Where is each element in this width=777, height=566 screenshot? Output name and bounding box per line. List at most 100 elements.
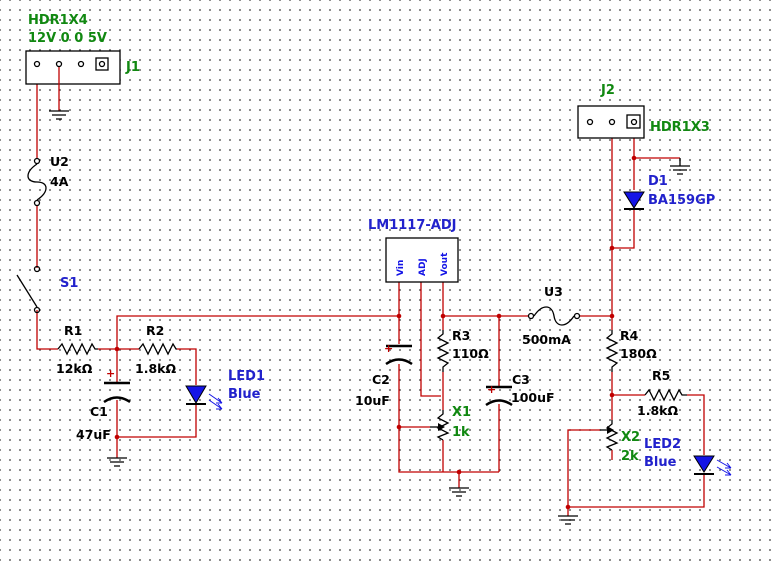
pot-wiper-arrow	[607, 426, 614, 434]
j2-body	[577, 105, 645, 139]
resistor-r5[interactable]: R5 1.8kΩ	[637, 368, 687, 418]
j1-ref-label: J1	[125, 60, 140, 75]
led-emit-arrow	[208, 399, 223, 410]
wire-main-rail	[116, 315, 399, 349]
regulator-lm1117[interactable]: Vin ADJ Vout LM1117-ADJ	[368, 218, 459, 283]
led-triangle	[693, 455, 715, 473]
j2-ref-label: J2	[600, 83, 615, 98]
diode-d1[interactable]: D1 BA159GP	[623, 174, 715, 210]
c2-value-label: 10uF	[355, 393, 390, 408]
capacitor-c3[interactable]: + C3 100uF	[485, 372, 555, 407]
led-emit-arrow	[208, 393, 223, 404]
resistor-r1[interactable]: R1 12kΩ	[56, 323, 98, 376]
led-led2[interactable]: LED2 Blue	[644, 437, 732, 476]
j1-pins-label: 12V 0 0 5V	[28, 31, 107, 46]
j1-pin-square	[95, 57, 109, 71]
wire-bottom-rail	[398, 427, 499, 473]
wire-r5-to-led2	[687, 394, 705, 455]
r3-value-label: 110Ω	[452, 346, 489, 361]
regulator-body	[385, 237, 459, 283]
junction-dot	[114, 346, 120, 352]
r3-ref-label: R3	[452, 328, 470, 343]
pin-adj-label: ADJ	[418, 258, 428, 276]
j2-pin	[586, 118, 594, 126]
fuse-u3[interactable]: U3 500mA	[522, 284, 581, 347]
switch-lever	[16, 274, 38, 308]
x2-value-label: 2k	[621, 449, 639, 464]
pot-zigzag	[436, 410, 450, 441]
junctions	[114, 155, 637, 510]
j1-part-label: HDR1X4	[28, 13, 88, 28]
junction-dot	[609, 313, 615, 319]
s1-ref-label: S1	[60, 276, 78, 291]
switch-s1[interactable]: S1	[16, 265, 78, 314]
j2-pin	[630, 118, 638, 126]
junction-dot	[456, 469, 462, 475]
c1-ref-label: C1	[90, 404, 108, 419]
polarity-mark: +	[384, 342, 393, 355]
regulator-part-label: LM1117-ADJ	[368, 218, 457, 233]
polarity-mark: +	[106, 367, 115, 380]
j1-pin	[33, 60, 41, 68]
potentiometer-x2[interactable]: X2 2k	[600, 420, 640, 464]
fuse-terminal	[33, 157, 41, 165]
led2-value-label: Blue	[644, 455, 677, 470]
u3-ref-label: U3	[544, 284, 563, 299]
r4-value-label: 180Ω	[620, 346, 657, 361]
fuse-terminal	[527, 312, 535, 320]
r4-ref-label: R4	[620, 328, 639, 343]
c2-ref-label: C2	[372, 372, 390, 387]
fuse-u2[interactable]: U2 4A	[27, 154, 69, 207]
switch-terminal	[33, 306, 41, 314]
j2-part-label: HDR1X3	[650, 120, 710, 135]
wire-r2-to-led1	[177, 348, 197, 385]
x1-ref-label: X1	[452, 405, 471, 420]
wire-led1-to-gnd	[117, 405, 197, 438]
c3-value-label: 100uF	[511, 390, 555, 405]
ground-symbol	[107, 437, 127, 467]
ground-symbol	[670, 158, 690, 175]
pot-wiper-arrow	[438, 423, 445, 431]
led2-ref-label: LED2	[644, 437, 681, 452]
fuse-element	[533, 306, 575, 326]
resistor-zigzag	[138, 342, 177, 356]
fuse-terminal	[573, 312, 581, 320]
junction-dot	[609, 392, 615, 398]
junction-dot	[609, 245, 615, 251]
resistor-zigzag	[605, 330, 619, 372]
junction-dot	[631, 155, 637, 161]
polarity-mark: +	[487, 383, 496, 396]
junction-dot	[440, 313, 446, 319]
resistor-zigzag	[644, 388, 687, 402]
wire-d1-to-rail	[612, 210, 635, 249]
capacitor-c2[interactable]: + C2 10uF	[355, 342, 413, 408]
resistor-r2[interactable]: R2 1.8kΩ	[135, 323, 177, 376]
j1-pin	[55, 60, 63, 68]
r1-ref-label: R1	[64, 323, 82, 338]
pin-vin-label: Vin	[396, 260, 406, 276]
u3-value-label: 500mA	[522, 332, 571, 347]
ground-symbol	[49, 110, 69, 120]
j2-pin-square	[626, 114, 641, 129]
x1-value-label: 1k	[452, 425, 470, 440]
d1-ref-label: D1	[648, 174, 668, 189]
led-triangle	[185, 385, 207, 404]
fuse-terminal	[33, 199, 41, 207]
j1-header[interactable]: HDR1X4 12V 0 0 5V J1	[25, 13, 140, 111]
u2-value-label: 4A	[50, 174, 69, 189]
junction-dot	[565, 504, 571, 510]
j2-header[interactable]: J2 HDR1X3	[577, 83, 710, 139]
led-led1[interactable]: LED1 Blue	[185, 369, 265, 410]
pot-zigzag	[605, 420, 619, 451]
r2-value-label: 1.8kΩ	[135, 361, 176, 376]
capacitor-plate-curved	[485, 399, 513, 407]
junction-dot	[496, 313, 502, 319]
led-emit-arrow	[716, 466, 732, 476]
wire-s1-to-r1	[36, 310, 58, 350]
led1-value-label: Blue	[228, 387, 261, 402]
resistor-r4[interactable]: R4 180Ω	[605, 328, 657, 372]
capacitor-c1[interactable]: + C1 47uF	[76, 367, 131, 442]
potentiometer-x1[interactable]: X1 1k	[430, 405, 471, 441]
resistor-r3[interactable]: R3 110Ω	[436, 328, 489, 372]
capacitor-plate-curved	[103, 396, 131, 404]
